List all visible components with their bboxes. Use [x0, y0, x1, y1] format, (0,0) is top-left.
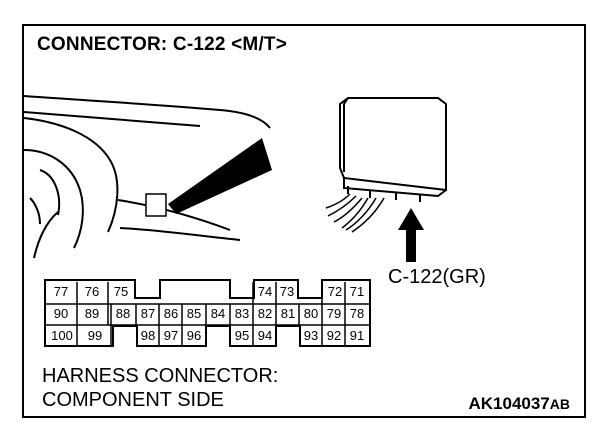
connector-outline — [44, 279, 371, 347]
pin-label: 74 — [257, 284, 273, 299]
caption-line-2: COMPONENT SIDE — [42, 389, 224, 411]
figure-code-suffix: AB — [549, 396, 570, 412]
pin-label: 88 — [115, 306, 131, 321]
pin-label: 78 — [349, 306, 365, 321]
pin-label: 84 — [210, 306, 226, 321]
pin-label: 89 — [84, 306, 100, 321]
pin-label: 75 — [113, 284, 129, 299]
pin-label: 91 — [349, 328, 365, 343]
pin-label: 99 — [87, 328, 103, 343]
pin-label: 83 — [234, 306, 250, 321]
diagram-title: CONNECTOR: C-122 <M/T> — [37, 34, 288, 55]
diagram-frame — [22, 24, 586, 418]
up-arrow-icon — [398, 208, 424, 262]
pin-grid — [45, 303, 370, 326]
pin-label: 90 — [53, 306, 69, 321]
pin-label: 80 — [303, 306, 319, 321]
pin-label: 94 — [257, 328, 273, 343]
pin-label: 79 — [326, 306, 342, 321]
pin-label: 82 — [257, 306, 273, 321]
caption-line-1: HARNESS CONNECTOR: — [42, 365, 279, 387]
connector-callout-label: C-122(GR) — [388, 266, 486, 288]
pin-label: 72 — [327, 284, 343, 299]
component-drawing — [339, 97, 447, 202]
pin-label: 86 — [163, 306, 179, 321]
figure-code: AK104037AB — [468, 394, 570, 414]
pin-label: 97 — [163, 328, 179, 343]
pin-label: 98 — [140, 328, 156, 343]
pin-label: 96 — [186, 328, 202, 343]
pin-label: 81 — [280, 306, 296, 321]
pin-label: 100 — [51, 328, 73, 343]
pin-label: 95 — [234, 328, 250, 343]
figure-code-main: AK104037 — [468, 394, 550, 413]
pin-label: 71 — [349, 284, 365, 299]
pin-label: 93 — [303, 328, 319, 343]
location-pointer — [145, 138, 272, 217]
pin-label: 77 — [53, 284, 69, 299]
harness-wires — [325, 193, 385, 233]
dashboard-drawing — [23, 95, 271, 259]
pin-label: 87 — [140, 306, 156, 321]
pin-label: 76 — [84, 284, 100, 299]
pin-label: 92 — [326, 328, 342, 343]
pin-label: 85 — [186, 306, 202, 321]
pin-label: 73 — [279, 284, 295, 299]
